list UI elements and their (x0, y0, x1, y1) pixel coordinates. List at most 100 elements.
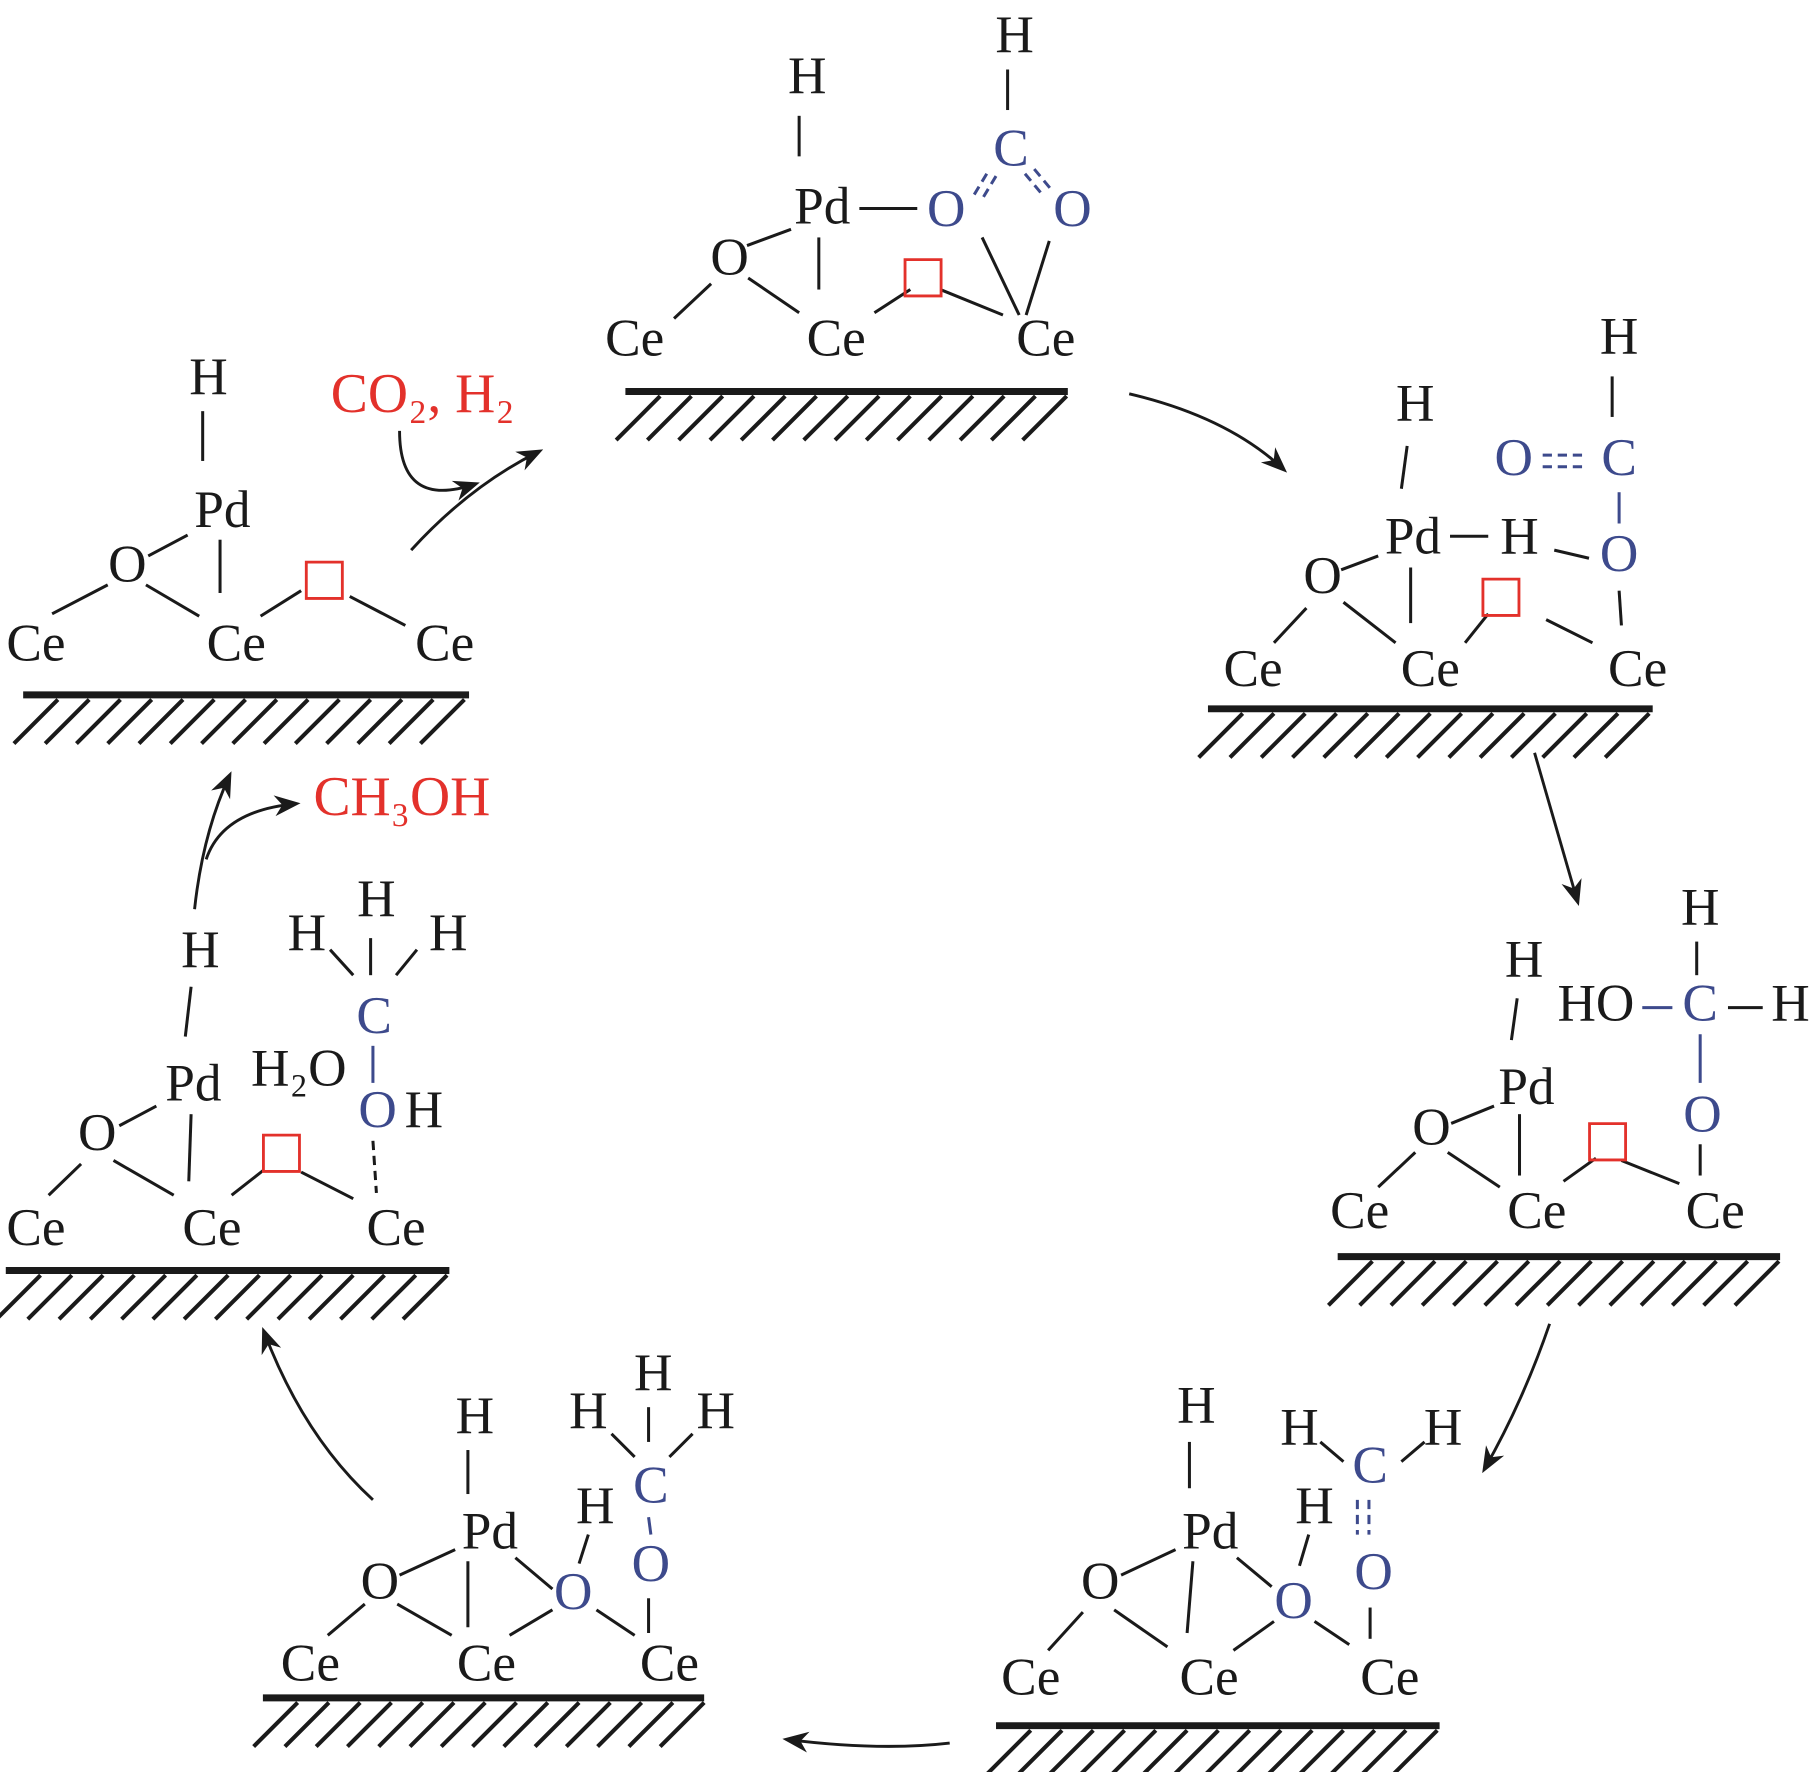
atom-label: Ce (807, 309, 866, 368)
bond-line (1235, 1556, 1273, 1588)
surface-hatch (387, 698, 435, 745)
surface-hatch (1545, 1259, 1593, 1307)
surface-hatch (1572, 712, 1620, 759)
atom-label: Pd (194, 480, 250, 539)
surface-hatch (325, 698, 373, 745)
bond-line (398, 1548, 456, 1577)
surface-hatch (293, 698, 341, 745)
atom-label: H (1600, 306, 1638, 365)
bond-line (1553, 548, 1590, 560)
surface-hatch (645, 394, 693, 442)
bond-line (187, 1114, 193, 1182)
reactants-label: CO₂, H₂ (331, 363, 515, 425)
atom-label: O (1600, 524, 1638, 583)
surface-hatch (26, 1273, 74, 1321)
bond-line (1024, 240, 1051, 316)
surface-hatch (986, 1728, 1033, 1772)
surface-hatch (106, 698, 154, 745)
bond-line (610, 1432, 636, 1459)
catalyst-surface (1197, 705, 1653, 759)
bond-line (577, 1534, 590, 1564)
atom-label: O (1053, 179, 1091, 238)
reaction-arrow (193, 771, 232, 910)
atom-label: Pd (165, 1053, 221, 1112)
bond-line (746, 227, 792, 247)
bond-line (747, 276, 800, 314)
surface-hatch (245, 1273, 293, 1321)
reaction-arrow (782, 1731, 950, 1753)
atom-label: H (1295, 1476, 1333, 1535)
surfaces (0, 387, 1781, 1772)
bond-line (145, 583, 200, 618)
bond-line (1509, 998, 1519, 1041)
atom-label: H (995, 5, 1033, 64)
bond-line (1185, 1561, 1195, 1634)
bond-line (147, 533, 189, 558)
surface-hatch (658, 1701, 706, 1748)
surface-hatch (1326, 1259, 1374, 1307)
surface-hatch (346, 1701, 393, 1748)
bond-line (668, 1432, 694, 1459)
surface-hatch (370, 1273, 418, 1321)
surface-hatch (564, 1701, 612, 1748)
atom-label: H (634, 1343, 672, 1402)
surface-hatch (418, 698, 466, 745)
oxygen-vacancy-icon: □ (1583, 1109, 1631, 1168)
bond-line (230, 1168, 265, 1197)
atom-label: C (633, 1455, 669, 1514)
catalyst-surface (614, 387, 1069, 442)
reaction-arrow (1482, 1323, 1551, 1474)
surface-hatch (958, 394, 1006, 442)
atom-label: H (456, 1386, 494, 1445)
bond-line (349, 595, 407, 627)
atom-label: C (1682, 973, 1718, 1032)
surface-hatch (1577, 1259, 1625, 1307)
atom-label: Pd (1385, 507, 1441, 566)
atom-label: H (697, 1381, 735, 1440)
surface-hatch (1389, 1259, 1437, 1307)
bond-line (1377, 1151, 1417, 1189)
bond-line (1446, 1151, 1501, 1189)
bond-line (971, 172, 989, 198)
surface-hatch (1392, 1728, 1439, 1772)
surface-hatch (88, 1273, 136, 1321)
catalyst-surface (0, 1267, 450, 1321)
oxygen-vacancy-icon: □ (257, 1121, 305, 1180)
bond-line (1319, 1440, 1345, 1463)
surface-hatch (1236, 1728, 1283, 1772)
reaction-arrow (261, 1327, 374, 1501)
reaction-arrow (410, 449, 544, 552)
bond-line (1113, 1608, 1169, 1649)
atom-label: C (1601, 428, 1637, 487)
atom-label: Pd (1498, 1057, 1554, 1116)
surface-hatch (989, 394, 1037, 442)
atom-label: H₂O (251, 1038, 347, 1097)
surface-hatch (864, 394, 912, 442)
surface-hatch (262, 698, 310, 745)
bond-line (980, 236, 1021, 316)
surface-hatch (471, 1701, 518, 1748)
atom-label: H (429, 903, 467, 962)
atom-label: H (288, 903, 326, 962)
atom-label: Ce (1330, 1181, 1389, 1240)
surface-hatch (1733, 1259, 1781, 1307)
atom-label: O (361, 1551, 399, 1610)
atom-label: H (1280, 1397, 1318, 1456)
bond-line (980, 175, 998, 200)
bond-line (873, 288, 912, 314)
reaction-arrow (398, 430, 480, 501)
atom-label: Ce (415, 613, 474, 672)
bond-line (371, 1140, 378, 1194)
bond-line (396, 1602, 453, 1637)
atom-label: O (78, 1103, 116, 1162)
surface-hatch (502, 1701, 550, 1748)
atom-label: O (927, 179, 965, 238)
surface-hatch (1483, 1259, 1531, 1307)
catalyst-surface (12, 691, 470, 745)
surface-hatch (43, 698, 91, 745)
atom-label: H (1396, 374, 1434, 433)
atom-label: Ce (367, 1198, 426, 1257)
bond-line (1047, 1611, 1084, 1652)
